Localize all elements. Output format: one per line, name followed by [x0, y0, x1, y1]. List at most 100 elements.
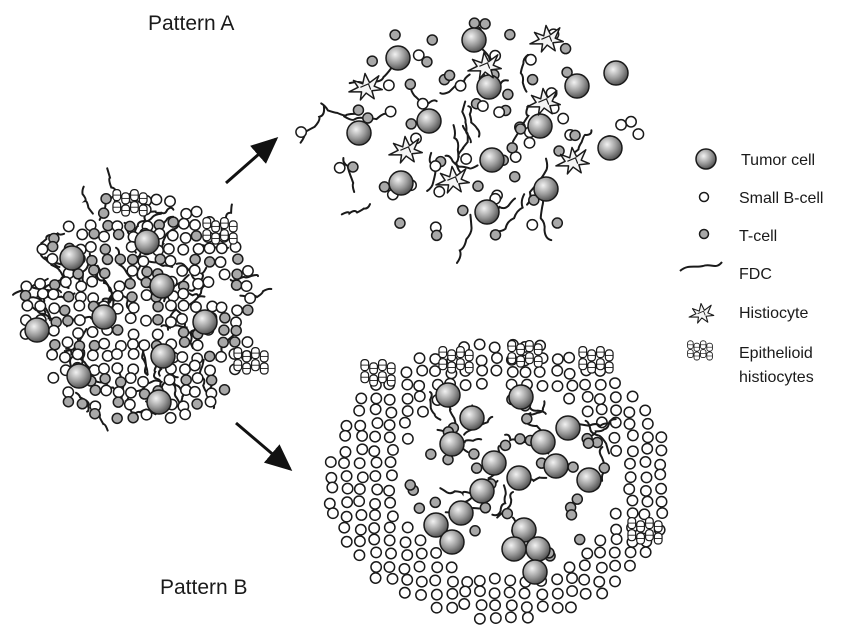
small-b-cell — [415, 575, 428, 588]
small-b-cell — [506, 365, 519, 378]
small-b-cell — [504, 611, 517, 624]
epithelioid-histiocyte-cluster — [507, 339, 543, 368]
small-b-cell — [113, 280, 126, 293]
small-b-cell — [180, 207, 193, 220]
t-cell — [203, 256, 216, 268]
fdc-process — [467, 105, 481, 138]
tumor-cell — [527, 113, 553, 139]
small-b-cell — [47, 324, 60, 337]
small-b-cell — [581, 547, 594, 560]
small-b-cell — [474, 585, 486, 598]
small-b-cell — [204, 364, 217, 377]
tumor-cell — [448, 500, 474, 526]
t-cell — [479, 18, 491, 30]
small-b-cell — [137, 375, 150, 388]
epithelioid-histiocyte-cluster — [233, 346, 269, 375]
small-b-cell — [454, 79, 467, 92]
t-cell — [111, 412, 123, 425]
small-b-cell — [137, 255, 150, 268]
small-b-cell — [623, 406, 636, 419]
small-b-cell — [189, 219, 201, 231]
small-b-cell — [624, 471, 637, 484]
small-b-cell — [447, 575, 459, 588]
legend-item-epithelioid-histiocytes: Epithelioid histiocytes — [687, 340, 814, 386]
small-b-cell — [73, 299, 86, 312]
small-b-cell — [623, 417, 636, 430]
t-cell — [97, 207, 110, 219]
small-b-cell — [401, 549, 414, 562]
tumor-cell — [423, 512, 449, 538]
small-b-cell — [551, 601, 564, 614]
small-b-cell — [124, 372, 137, 384]
tumor-cell — [439, 431, 465, 457]
t-cell — [141, 266, 153, 278]
epithelioid-histiocyte-cluster — [438, 345, 474, 374]
small-b-cell — [86, 275, 99, 288]
small-b-cell — [192, 277, 205, 290]
t-cell — [177, 326, 190, 339]
t-cell — [112, 396, 125, 408]
small-b-cell — [140, 289, 153, 302]
small-b-cell — [188, 359, 201, 372]
small-b-cell — [370, 392, 383, 405]
small-b-cell — [163, 373, 176, 386]
small-b-cell — [36, 287, 49, 300]
small-b-cell — [639, 456, 652, 468]
fdc-process — [148, 206, 175, 215]
t-cell — [528, 194, 540, 206]
small-b-cell — [533, 365, 546, 378]
small-b-cell — [340, 470, 353, 483]
small-b-cell — [551, 573, 564, 586]
small-b-cell — [459, 379, 472, 392]
small-b-cell — [353, 549, 366, 562]
small-b-cell — [566, 379, 579, 392]
small-b-cell — [536, 379, 549, 392]
small-b-cell — [202, 276, 215, 288]
initial-lymphoma-cluster — [12, 167, 273, 432]
legend-item-histiocyte: Histiocyte — [688, 302, 808, 324]
t-cell — [352, 104, 365, 116]
t-cell — [218, 383, 231, 396]
tumor-cell — [149, 273, 175, 299]
small-b-cell — [412, 49, 425, 62]
t-cell — [19, 289, 32, 302]
small-b-cell — [151, 328, 164, 341]
small-b-cell — [638, 508, 651, 521]
pattern-b-label: Pattern B — [160, 576, 248, 599]
small-b-cell — [503, 586, 516, 599]
fdc-process — [461, 100, 472, 144]
histiocyte — [688, 302, 715, 324]
tumor-cell — [439, 529, 465, 555]
small-b-cell — [295, 126, 308, 139]
fdc-process — [320, 102, 358, 117]
t-cell — [378, 181, 391, 193]
small-b-cell — [475, 377, 488, 390]
t-cell — [190, 230, 203, 242]
small-b-cell — [473, 338, 486, 351]
small-b-cell — [460, 153, 473, 165]
small-b-cell — [140, 408, 153, 421]
small-b-cell — [127, 348, 140, 360]
small-b-cell — [446, 587, 459, 600]
t-cell — [99, 243, 112, 256]
small-b-cell — [164, 411, 177, 424]
small-b-cell — [610, 444, 623, 457]
small-b-cell — [112, 386, 125, 399]
small-b-cell — [551, 587, 564, 600]
t-cell — [126, 253, 139, 266]
small-b-cell — [338, 457, 350, 470]
fdc-process — [81, 185, 94, 215]
small-b-cell — [383, 393, 396, 406]
tumor-cell — [146, 389, 172, 415]
small-b-cell — [176, 264, 189, 277]
small-b-cell — [46, 252, 59, 265]
t-cell — [514, 433, 526, 445]
t-cell — [89, 407, 101, 420]
small-b-cell — [413, 379, 426, 392]
small-b-cell — [626, 445, 639, 458]
tumor-cell — [479, 147, 505, 173]
t-cell — [499, 439, 512, 452]
t-cell — [469, 525, 481, 537]
small-b-cell — [386, 572, 399, 585]
histiocyte — [555, 146, 590, 175]
